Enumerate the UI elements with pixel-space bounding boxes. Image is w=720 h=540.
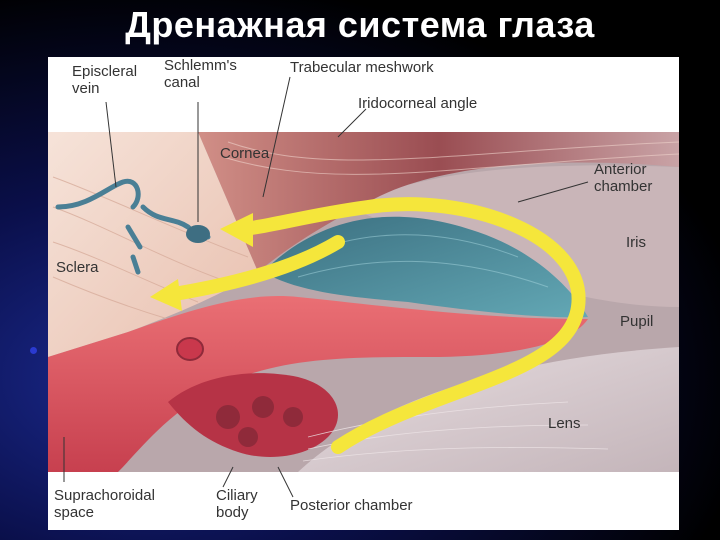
flow-arrow-main	[236, 197, 586, 454]
bullet-dot	[30, 347, 37, 354]
label-lens: Lens	[548, 415, 581, 432]
label-episcleral-vein: Episcleral vein	[72, 63, 138, 97]
leader-line	[337, 108, 367, 138]
label-schlemms-canal: Schlemm's canal	[164, 57, 237, 91]
lens-shape	[298, 347, 679, 472]
label-ciliary-body: Ciliary body	[216, 487, 258, 521]
leader-line	[105, 101, 117, 188]
flow-arrow-secondary	[161, 235, 345, 302]
flow-arrowhead-secondary	[150, 279, 182, 311]
iris-fiber	[297, 260, 549, 288]
zonule-fiber	[302, 447, 609, 462]
slide-title: Дренажная система глаза	[125, 4, 595, 45]
ciliary-vessel	[176, 337, 204, 361]
label-suprachoroidal-space: Suprachoroidal space	[54, 487, 155, 521]
cornea-stripe	[227, 141, 679, 161]
leader-line	[277, 466, 294, 498]
cornea-stripe	[222, 153, 679, 175]
ciliary-fold	[238, 427, 258, 447]
episcleral-vessel	[130, 254, 141, 275]
label-trabecular-meshwork: Trabecular meshwork	[290, 59, 434, 76]
label-cornea: Cornea	[220, 145, 270, 162]
label-sclera: Sclera	[56, 259, 99, 276]
ciliary-fold	[252, 396, 274, 418]
leader-line	[517, 181, 589, 203]
label-iridocorneal-angle: Iridocorneal angle	[358, 95, 478, 112]
flow-arrowhead-main	[220, 213, 253, 247]
label-anterior-chamber: Anterior chamber	[594, 161, 653, 195]
cornea-band	[198, 132, 679, 272]
sclera-fiber	[52, 276, 169, 320]
leader-line	[262, 76, 291, 198]
schlemms-canal-shape	[186, 225, 210, 243]
label-iris: Iris	[626, 234, 646, 251]
sclera-fiber	[52, 176, 249, 258]
ciliary-process	[168, 373, 338, 457]
eye-illustration	[48, 76, 679, 498]
ciliary-fold	[283, 407, 303, 427]
episcleral-vessel	[125, 224, 143, 250]
zonule-fiber	[307, 401, 569, 438]
eye-drainage-diagram: Episcleral vein Schlemm's canal Trabecul…	[48, 57, 679, 530]
leader-line	[222, 466, 234, 488]
episcleral-vessel	[55, 178, 141, 210]
sclera-tissue	[48, 132, 258, 357]
ciliary-fold	[216, 405, 240, 429]
label-posterior-chamber: Posterior chamber	[290, 497, 413, 514]
label-pupil: Pupil	[620, 313, 654, 330]
